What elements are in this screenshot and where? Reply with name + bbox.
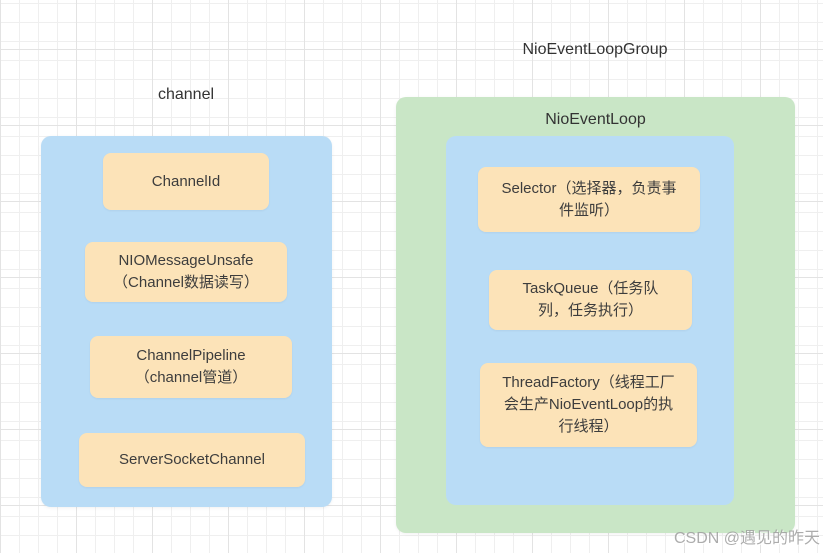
channel-container: ChannelId NIOMessageUnsafe （Channel数据读写）… xyxy=(41,136,332,507)
threadfactory-node: ThreadFactory（线程工厂 会生产NioEventLoop的执 行线程… xyxy=(480,363,697,447)
taskqueue-node: TaskQueue（任务队 列，任务执行） xyxy=(489,270,692,330)
channel-group-label: channel xyxy=(157,86,215,103)
nioeventloop-label: NioEventLoop xyxy=(545,111,646,128)
channelid-node: ChannelId xyxy=(103,153,269,210)
niomessageunsafe-node: NIOMessageUnsafe （Channel数据读写） xyxy=(85,242,287,302)
selector-node: Selector（选择器，负责事 件监听） xyxy=(478,167,700,232)
nioeventloop-container: Selector（选择器，负责事 件监听） TaskQueue（任务队 列，任务… xyxy=(446,136,734,505)
channelpipeline-node: ChannelPipeline （channel管道） xyxy=(90,336,292,398)
nioeventloopgroup-container: NioEventLoop Selector（选择器，负责事 件监听） TaskQ… xyxy=(396,97,795,533)
serversocketchannel-node: ServerSocketChannel xyxy=(79,433,305,487)
csdn-watermark: CSDN @遇见的昨天 xyxy=(673,530,820,547)
nioeventloopgroup-label: NioEventLoopGroup xyxy=(522,41,668,58)
